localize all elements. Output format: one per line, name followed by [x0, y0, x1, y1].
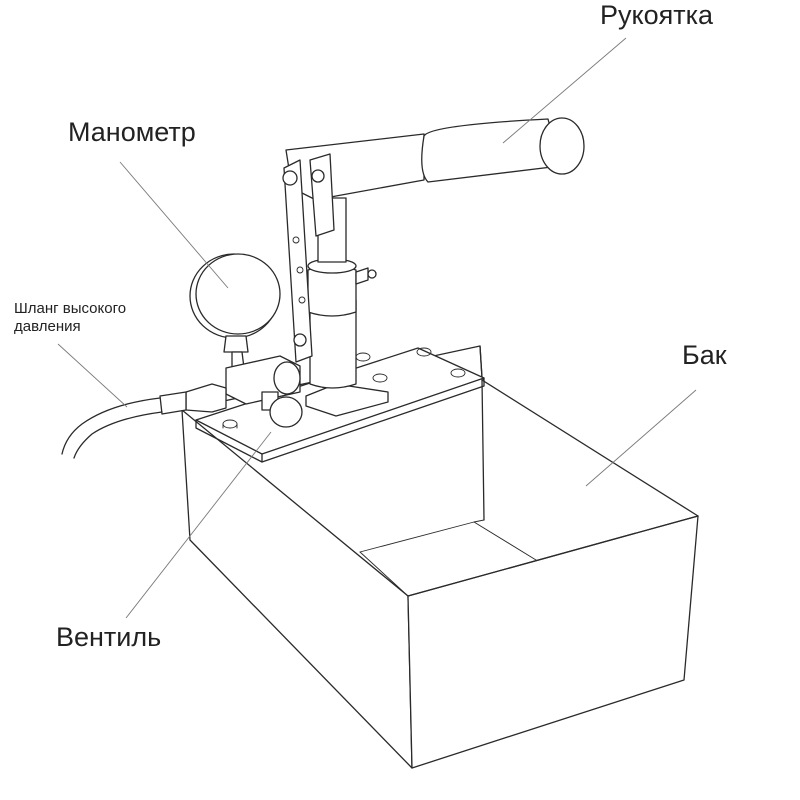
- valve: [225, 355, 303, 428]
- label-gauge: Манометр: [68, 117, 196, 147]
- pump-body: [305, 197, 389, 417]
- label-valve: Вентиль: [56, 622, 162, 652]
- hose: [61, 383, 227, 459]
- label-hose-line2: давления: [14, 318, 81, 335]
- label-hose: Шланг высокого давления: [14, 300, 126, 336]
- gauge: [189, 253, 281, 369]
- label-tank: Бак: [682, 340, 727, 370]
- handle: [282, 117, 585, 363]
- leader-gauge: [119, 161, 229, 289]
- label-handle: Рукоятка: [600, 0, 714, 30]
- leader-tank: [585, 389, 697, 487]
- leader-handle: [502, 37, 627, 144]
- label-hose-line1: Шланг высокого: [14, 300, 127, 317]
- leader-hose: [57, 343, 128, 408]
- leader-lines: [57, 37, 697, 619]
- tank: [181, 345, 699, 769]
- leader-valve: [125, 431, 272, 619]
